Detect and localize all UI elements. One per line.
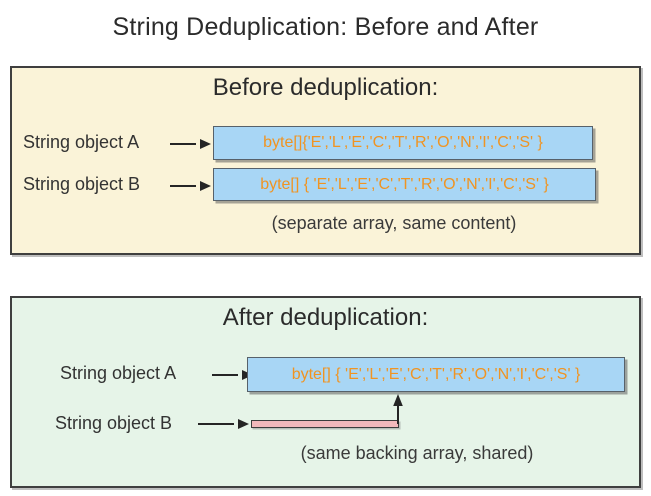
- panel-before-deduplication: Before deduplication: String object A by…: [10, 66, 641, 255]
- label-string-object-b: String object B: [23, 174, 141, 194]
- label-string-object-a: String object A: [60, 363, 177, 383]
- byte-array-box-shared: byte[] { 'E','L','E','C','T','R','O','N'…: [247, 357, 625, 392]
- right-arrow-icon: [170, 138, 211, 150]
- caption-after: (same backing array, shared): [300, 443, 534, 463]
- shared-bar: [251, 420, 399, 428]
- byte-array-value: byte[] { 'E','L','E','C','T','R','O','N'…: [291, 365, 581, 383]
- panel-after-heading: After deduplication:: [222, 304, 429, 331]
- panel-after-deduplication: After deduplication: String object A byt…: [10, 296, 641, 488]
- label-string-object-b: String object B: [55, 413, 173, 433]
- byte-array-box-b: byte[] { 'E','L','E','C','T','R','O','N'…: [213, 168, 596, 201]
- up-arrow-icon: [393, 394, 403, 424]
- right-arrow-icon: [170, 180, 211, 192]
- byte-array-value: byte[]{'E','L','E','C','T','R','O','N','…: [263, 134, 543, 151]
- byte-array-box-a: byte[]{'E','L','E','C','T','R','O','N','…: [213, 126, 593, 160]
- right-arrow-icon: [198, 418, 249, 430]
- caption-before: (separate array, same content): [271, 213, 517, 233]
- byte-array-value: byte[] { 'E','L','E','C','T','R','O','N'…: [260, 175, 549, 193]
- page-title: String Deduplication: Before and After: [112, 13, 539, 41]
- label-string-object-a: String object A: [23, 132, 140, 152]
- panel-before-heading: Before deduplication:: [212, 74, 439, 101]
